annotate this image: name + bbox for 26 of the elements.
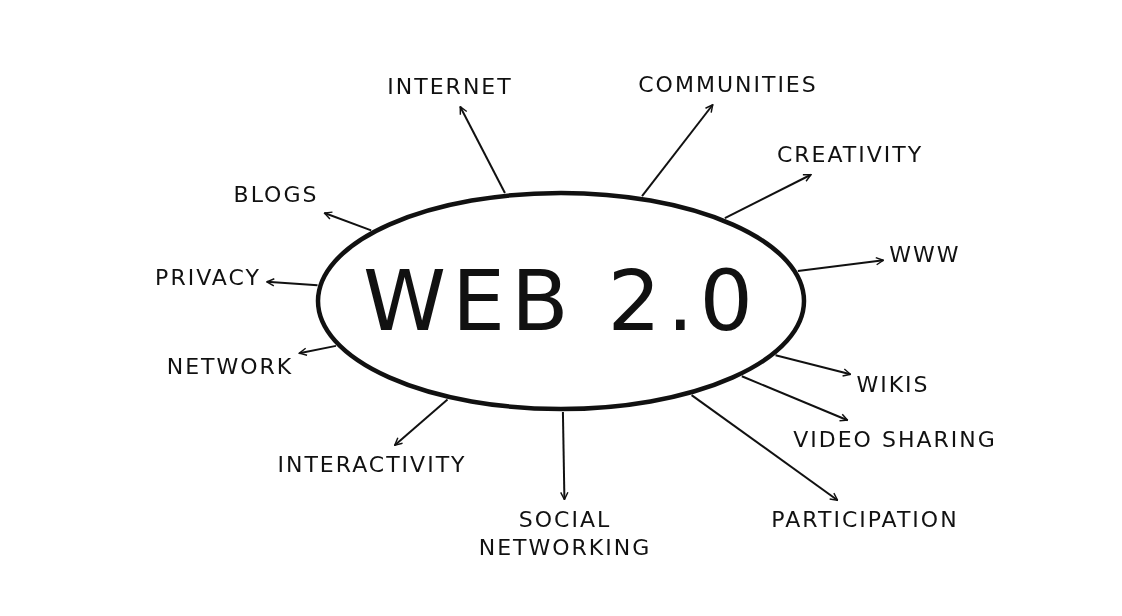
topic-label: SOCIAL NETWORKING — [460, 505, 670, 561]
arrow — [723, 173, 812, 220]
topic-label: WWW — [889, 241, 961, 269]
topic-label: PARTICIPATION — [771, 506, 959, 534]
topic-label: NETWORK — [166, 353, 294, 381]
arrow — [323, 211, 373, 232]
arrow — [298, 344, 337, 357]
topic-label: PRIVACY — [155, 264, 261, 292]
topic-label: BLOGS — [233, 181, 319, 209]
arrow — [774, 354, 852, 377]
hub-title: WEB 2.0 — [363, 252, 759, 350]
arrow — [796, 256, 885, 273]
arrow — [393, 398, 449, 447]
arrow — [690, 394, 839, 502]
arrow — [740, 375, 849, 422]
topic-label: WIKIS — [856, 371, 930, 399]
arrow — [265, 278, 319, 287]
topic-label: CREATIVITY — [776, 141, 924, 169]
topic-label: INTERACTIVITY — [277, 451, 467, 479]
topic-label: INTERNET — [387, 73, 513, 101]
topic-label: VIDEO SHARING — [793, 426, 997, 454]
arrow — [560, 411, 569, 501]
arrow — [641, 103, 714, 198]
ellipse-node — [315, 190, 807, 412]
topic-label: COMMUNITIES — [638, 71, 818, 99]
arrow — [459, 105, 506, 194]
